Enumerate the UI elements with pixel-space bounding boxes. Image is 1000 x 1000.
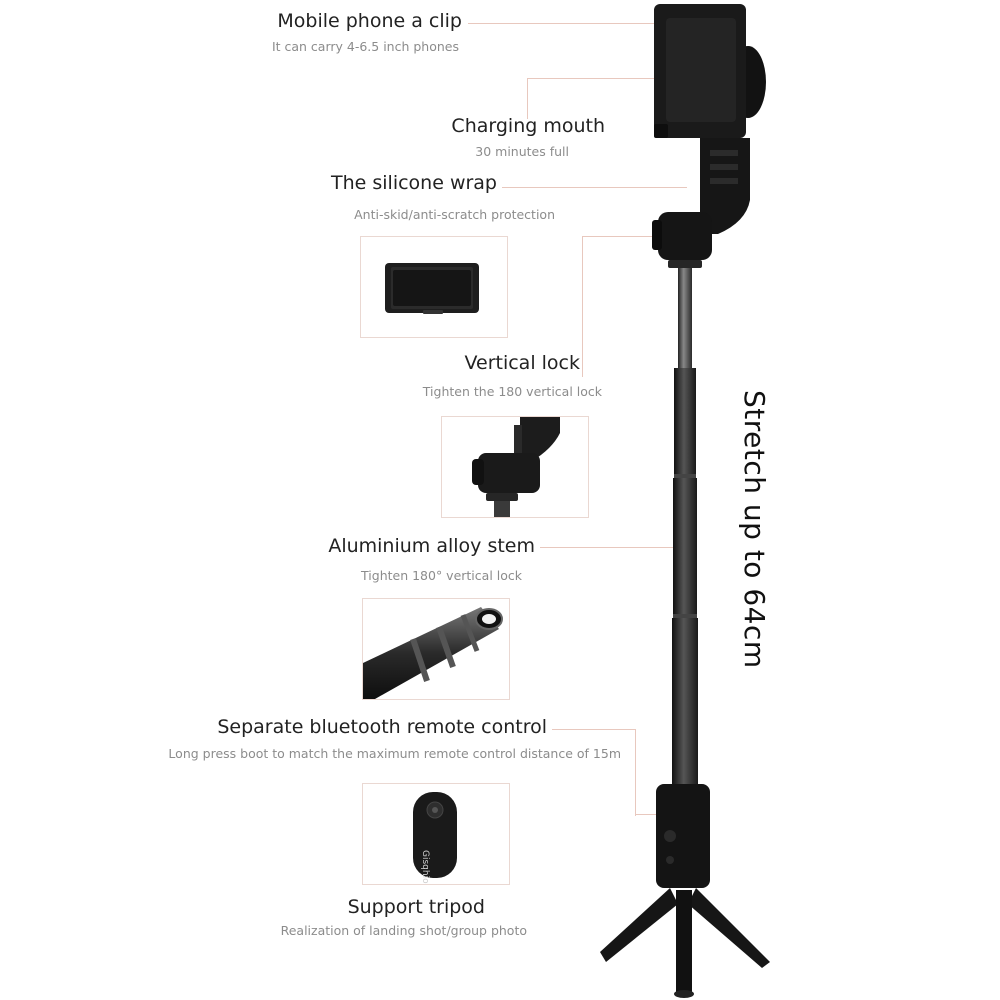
- feature-subtitle-support-tripod: Realization of landing shot/group photo: [280, 923, 527, 938]
- silicone-clamp-image: [385, 263, 479, 314]
- feature-title-support-tripod: Support tripod: [347, 896, 485, 918]
- feature-title-vertical-lock: Vertical lock: [464, 352, 580, 374]
- remote-brand-label: Gisqhio: [420, 850, 430, 884]
- feature-subtitle-charging-mouth: 30 minutes full: [475, 144, 569, 159]
- leader-line-aluminium-stem: [540, 547, 678, 548]
- stretch-length-label: Stretch up to 64cm: [738, 390, 771, 669]
- feature-title-silicone-wrap: The silicone wrap: [330, 172, 497, 194]
- feature-subtitle-silicone-wrap: Anti-skid/anti-scratch protection: [354, 207, 555, 222]
- detail-card-vertical-lock: [441, 416, 589, 518]
- feature-title-phone-clip: Mobile phone a clip: [277, 10, 462, 32]
- detail-card-aluminium-stem: [362, 598, 510, 700]
- feature-subtitle-aluminium-stem: Tighten 180° vertical lock: [361, 568, 522, 583]
- feature-title-aluminium-stem: Aluminium alloy stem: [328, 535, 535, 557]
- feature-title-bluetooth-remote: Separate bluetooth remote control: [217, 716, 547, 738]
- leader-line-silicone-wrap: [502, 187, 687, 188]
- leader-line-charging-mouth: [527, 78, 654, 119]
- feature-title-charging-mouth: Charging mouth: [451, 115, 605, 137]
- remote-control-image: Gisqhio: [413, 792, 457, 884]
- detail-card-silicone-wrap: [360, 236, 508, 338]
- detail-card-bluetooth-remote: Gisqhio: [362, 783, 510, 885]
- leader-line-bluetooth-remote-end: [635, 814, 657, 815]
- selfie-stick-product-image: [600, 4, 770, 998]
- aluminium-stem-image: [363, 607, 503, 699]
- vertical-lock-image: [472, 417, 560, 517]
- leader-line-vertical-lock: [582, 236, 653, 377]
- leader-line-bluetooth-remote: [552, 729, 636, 816]
- feature-subtitle-phone-clip: It can carry 4-6.5 inch phones: [271, 39, 459, 54]
- feature-subtitle-vertical-lock: Tighten the 180 vertical lock: [422, 384, 602, 399]
- feature-subtitle-bluetooth-remote: Long press boot to match the maximum rem…: [168, 746, 621, 761]
- leader-line-phone-clip: [468, 23, 654, 24]
